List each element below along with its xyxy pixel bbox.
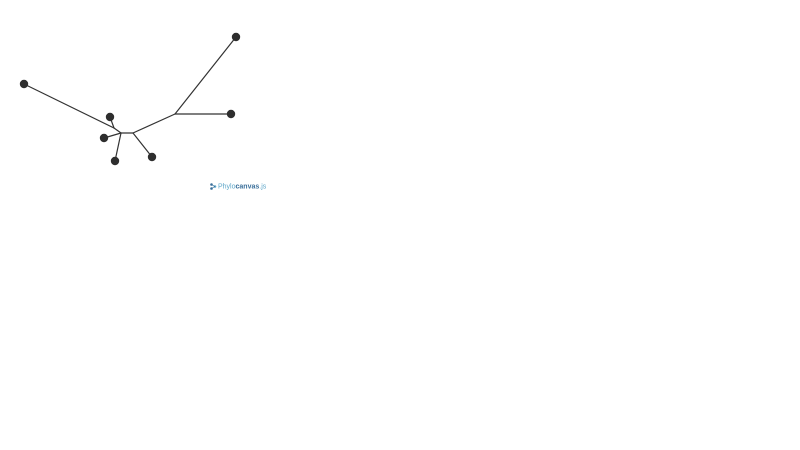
logo-text-part3: .js [259,184,267,191]
branch-internal-left2 [113,127,122,134]
branch-leaf-7 [132,132,153,158]
logo-text-part1: Phylo [218,184,236,191]
leaf-node[interactable] [226,109,236,119]
logo-text: Phylocanvas.js [218,184,267,191]
leaf-node[interactable] [99,133,109,143]
leaf-node[interactable] [19,79,29,89]
leaf-node[interactable] [147,152,157,162]
leaf-node[interactable] [231,32,241,42]
logo-text-part2: canvas [236,184,260,191]
tree-branches [23,36,237,162]
leaf-node[interactable] [110,156,120,166]
leaf-node[interactable] [105,112,115,122]
branch-leaf-3 [23,83,115,129]
phylocanvas-logo[interactable]: Phylocanvas.js [210,183,267,191]
logo-dots-icon [210,183,217,190]
tree-leaf-nodes[interactable] [19,32,241,166]
branch-leaf-6 [114,132,122,162]
branch-leaf-1 [174,36,237,115]
branch-internal-main [132,113,176,134]
